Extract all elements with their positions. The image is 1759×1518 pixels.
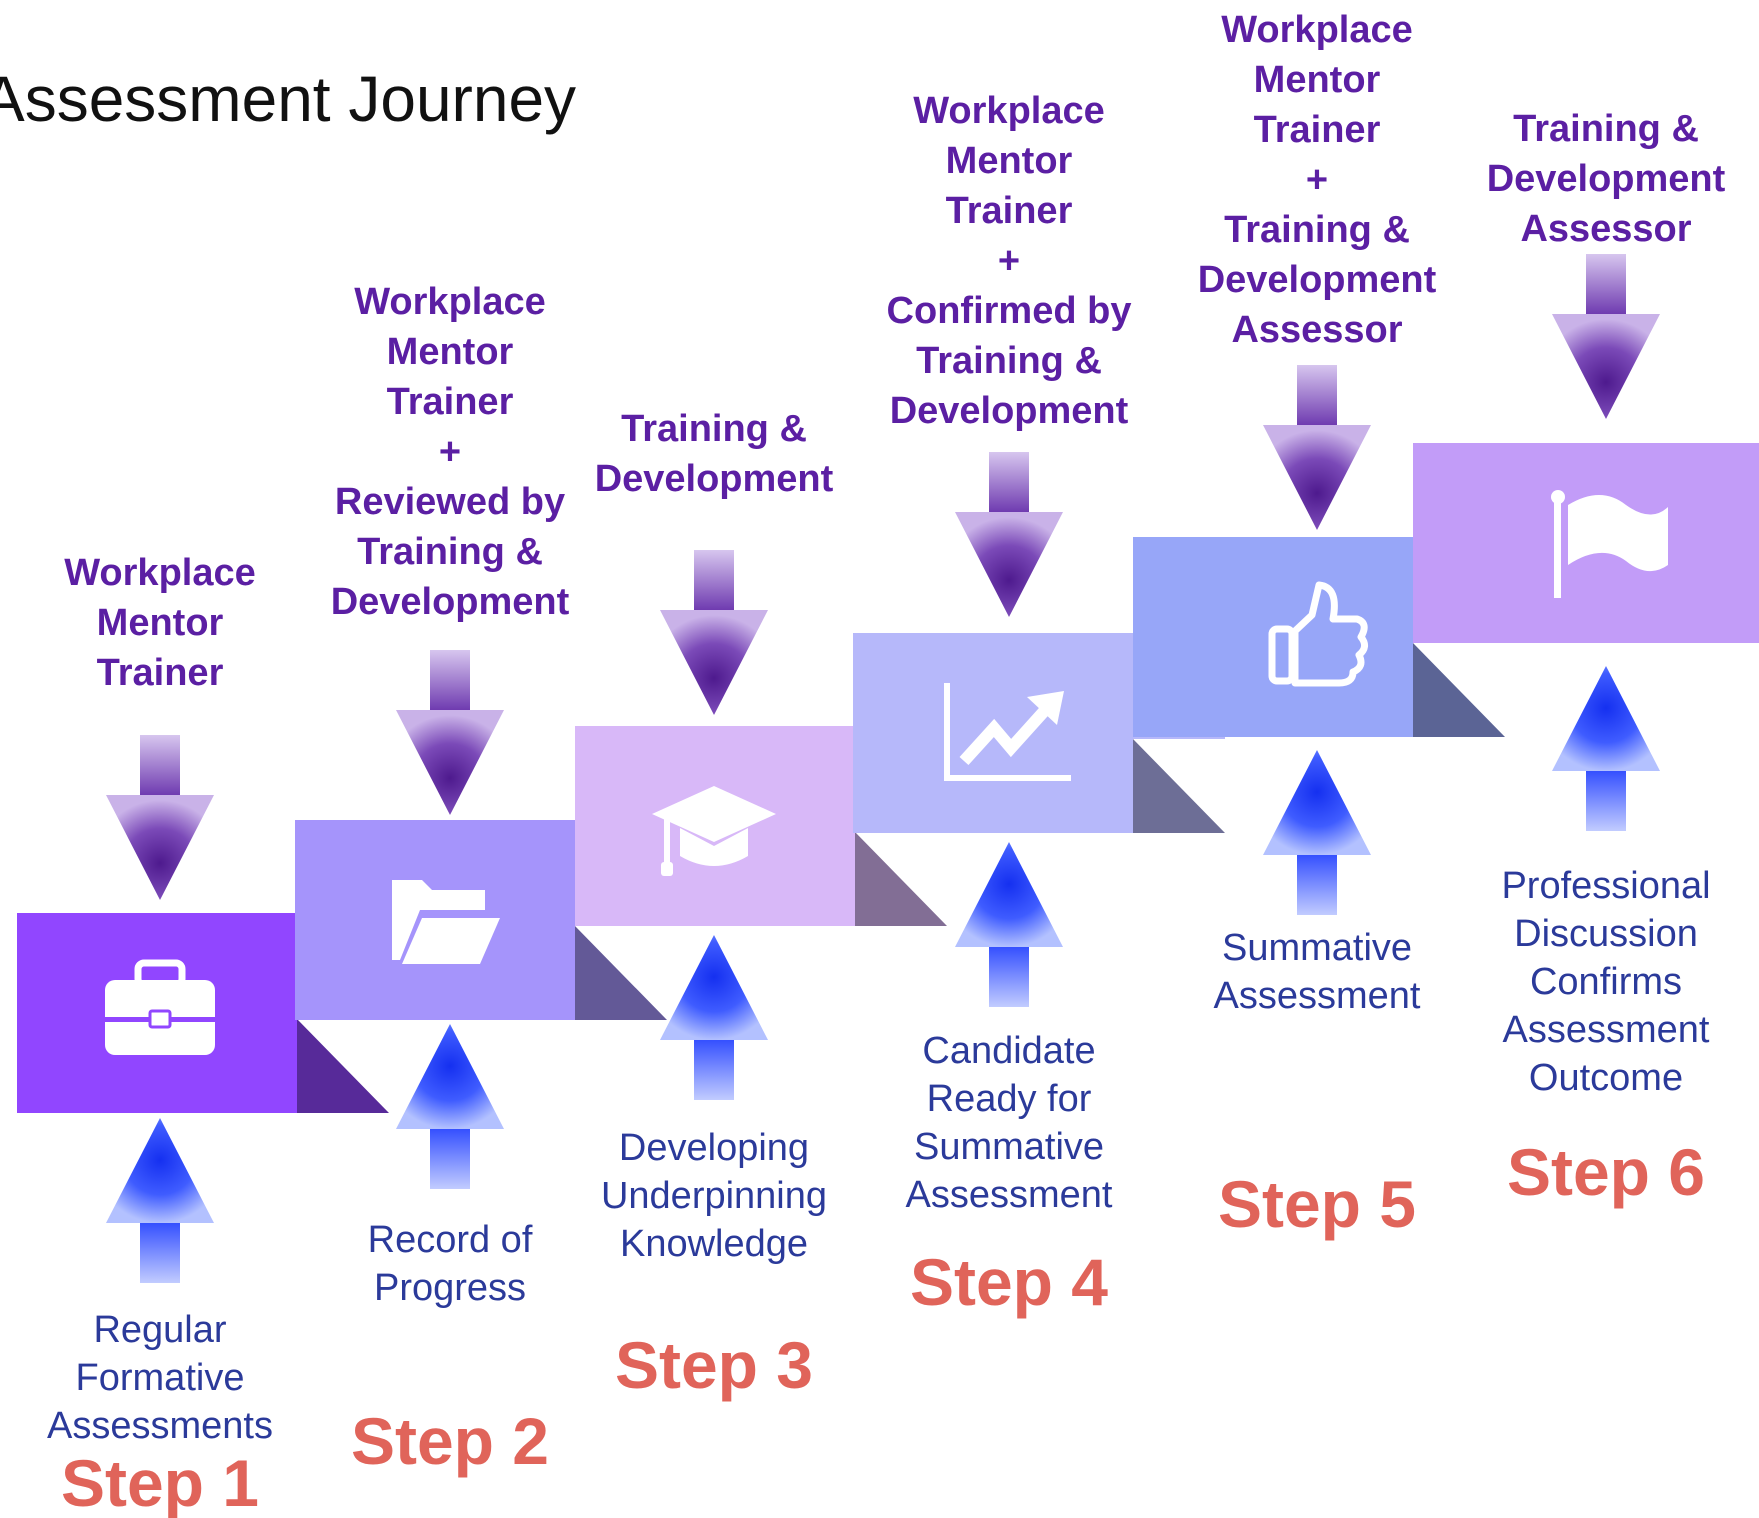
step-6-role-label-line: Assessor bbox=[1520, 208, 1692, 250]
step-2-role-label-line: Workplace bbox=[354, 281, 546, 323]
step-2-up-arrow bbox=[396, 1024, 504, 1189]
step-3-description-line: Developing bbox=[618, 1127, 810, 1169]
step-4-down-arrow bbox=[955, 452, 1063, 617]
step-2-role-label-line: Reviewed by bbox=[334, 481, 566, 523]
step-5-role-label-line: Development bbox=[1197, 259, 1437, 301]
step-1-role-label-line: Workplace bbox=[64, 552, 256, 594]
step-1-description-line: Regular bbox=[93, 1309, 227, 1351]
step-4-role-label-line: Workplace bbox=[913, 90, 1105, 132]
step-2-description-line: Progress bbox=[373, 1267, 527, 1309]
step-4-role-label-line: + bbox=[997, 240, 1021, 282]
step-4-description-line: Ready for bbox=[926, 1078, 1092, 1120]
step-6-description-line: Confirms bbox=[1529, 961, 1683, 1003]
graduation-cap-icon bbox=[652, 786, 776, 876]
step-4-role-label-line: Development bbox=[889, 390, 1129, 432]
step-4-description-line: Candidate bbox=[922, 1030, 1096, 1072]
step-3-down-arrow bbox=[660, 550, 768, 715]
thumbs-up-icon bbox=[1268, 581, 1368, 687]
diagram-title: Assessment Journey bbox=[0, 63, 577, 135]
step-3-role-label: Training & Development bbox=[554, 404, 874, 504]
step-3-up-arrow bbox=[660, 935, 768, 1100]
step-2-role-label-line: + bbox=[438, 431, 462, 473]
step-5-role-label-line: Workplace bbox=[1221, 9, 1413, 51]
step-2-fold bbox=[575, 926, 667, 1020]
step-4-role-label-line: Training & bbox=[916, 340, 1102, 382]
step-6-description-line: Professional bbox=[1501, 865, 1711, 907]
step-2-description: Record of Progress bbox=[290, 1216, 610, 1312]
step-2-role-label-line: Mentor bbox=[386, 331, 514, 373]
step-6-role-label-line: Development bbox=[1486, 158, 1726, 200]
step-4-up-arrow bbox=[955, 842, 1063, 1007]
step-2-role-label-line: Training & bbox=[357, 531, 543, 573]
briefcase-icon bbox=[105, 959, 215, 1055]
step-3-description-line: Underpinning bbox=[600, 1175, 828, 1217]
step-6-down-arrow bbox=[1552, 254, 1660, 419]
step-1-description-line: Formative bbox=[75, 1357, 245, 1399]
step-2-down-arrow bbox=[396, 650, 504, 815]
step-1-up-arrow bbox=[106, 1118, 214, 1283]
step-4-fold bbox=[1133, 739, 1225, 833]
step-4-description-line: Assessment bbox=[905, 1174, 1113, 1216]
step-6-description-line: Assessment bbox=[1502, 1009, 1710, 1051]
step-5-role-label-line: Mentor bbox=[1253, 59, 1381, 101]
trending-up-chart-icon bbox=[944, 683, 1071, 781]
step-3-role-label-line: Training & bbox=[621, 408, 807, 450]
step-5-number: Step 5 bbox=[1217, 1167, 1417, 1241]
step-1-fold bbox=[297, 1019, 389, 1113]
step-6-number: Step 6 bbox=[1506, 1135, 1706, 1209]
step-3-number: Step 3 bbox=[614, 1328, 814, 1402]
step-3-role-label-line: Development bbox=[594, 458, 834, 500]
step-5-description-line: Summative bbox=[1221, 927, 1413, 969]
step-6-description-line: Discussion bbox=[1514, 913, 1698, 955]
step-1-role-label-line: Trainer bbox=[96, 652, 224, 694]
step-3-fold bbox=[855, 832, 947, 926]
step-1-number: Step 1 bbox=[60, 1446, 260, 1518]
step-4-number: Step 4 bbox=[909, 1245, 1109, 1319]
step-4-description-line: Summative bbox=[913, 1126, 1105, 1168]
step-2-description-line: Record of bbox=[367, 1219, 533, 1261]
step-5-down-arrow bbox=[1263, 365, 1371, 530]
step-5-fold bbox=[1413, 643, 1505, 737]
folder-icon bbox=[392, 880, 500, 964]
step-1-role-label-line: Mentor bbox=[96, 602, 224, 644]
step-2-number: Step 2 bbox=[350, 1404, 550, 1478]
step-1-description-line: Assessments bbox=[47, 1405, 273, 1447]
step-5-role-label-line: Training & bbox=[1224, 209, 1410, 251]
step-6-up-arrow bbox=[1552, 666, 1660, 831]
step-2-role-label-line: Trainer bbox=[386, 381, 514, 423]
step-5-up-arrow bbox=[1263, 750, 1371, 915]
flag-icon bbox=[1551, 490, 1668, 598]
step-4-role-label-line: Trainer bbox=[945, 190, 1073, 232]
step-4-role-label-line: Confirmed by bbox=[886, 290, 1132, 332]
step-5-role-label-line: + bbox=[1305, 159, 1329, 201]
step-6-role-label-line: Training & bbox=[1513, 108, 1699, 150]
step-3-description-line: Knowledge bbox=[619, 1223, 809, 1265]
step-4-role-label-line: Mentor bbox=[945, 140, 1073, 182]
step-5-role-label-line: Assessor bbox=[1231, 309, 1403, 351]
step-6-description-line: Outcome bbox=[1528, 1057, 1684, 1099]
step-5-description-line: Assessment bbox=[1213, 975, 1421, 1017]
step-5-role-label-line: Trainer bbox=[1253, 109, 1381, 151]
step-2-role-label-line: Development bbox=[330, 581, 570, 623]
step-1-down-arrow bbox=[106, 735, 214, 900]
